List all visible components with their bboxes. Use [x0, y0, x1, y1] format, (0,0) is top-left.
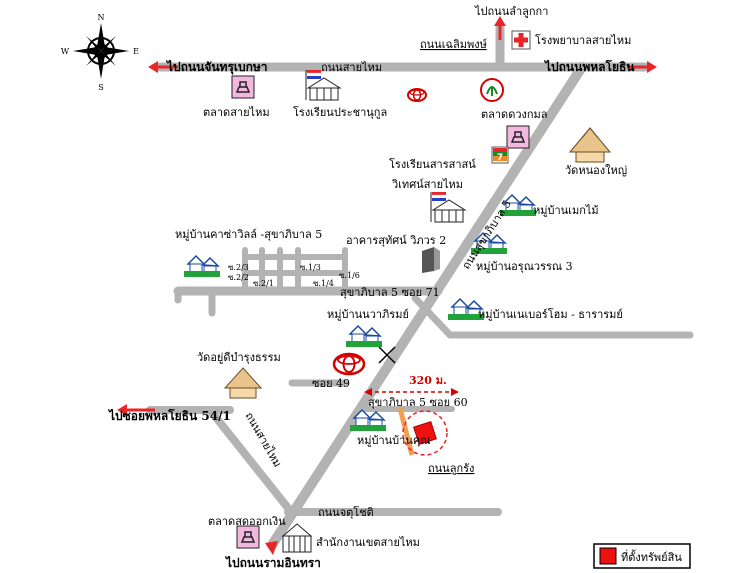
label-to-chanthorn: ไปถนนจันทรุเบกษา	[165, 59, 268, 75]
arrow-right-main	[647, 61, 657, 73]
village-house-icon	[350, 408, 386, 431]
label-chaloem-phong: ถนนเฉลิมพงษ์	[420, 38, 487, 51]
district-office-icon	[281, 523, 313, 553]
label-lugrang: ถนนลูกรัง	[428, 462, 474, 475]
compass-n: N	[98, 13, 105, 22]
seven-eleven-icon: 7	[491, 146, 509, 164]
label-sai-mai-road: ถนนสายไหม	[321, 61, 382, 74]
label-soi-60: สุขาภิบาล 5 ซอย 60	[368, 396, 468, 409]
arrow-left-main	[148, 61, 158, 73]
label-soi-49: ซอย 49	[312, 377, 350, 390]
label-sarasas-1: โรงเรียนสารสาสน์	[389, 157, 476, 171]
temple-icon	[223, 367, 263, 399]
market-icon	[236, 525, 260, 549]
label-nava-rai: หมู่บ้านนวาภิรมย์	[327, 308, 409, 321]
arrow-up	[494, 16, 506, 26]
distance-marker	[364, 388, 459, 396]
village-house-icon	[471, 231, 507, 254]
toyota-logo-icon	[407, 88, 427, 102]
school-flag-icon	[430, 192, 467, 223]
legend-property-swatch	[599, 547, 617, 565]
label-duangkamol-market: ตลาดดวงกมล	[481, 108, 548, 121]
compass-rose: N S W E	[61, 13, 139, 92]
label-wat-nong-yai: วัดหนองใหญ่	[565, 164, 627, 177]
label-arun-wan: หมู่บ้านอรุณวรรณ 3	[476, 260, 573, 273]
label-chatuchot: ถนนจตุโชติ	[318, 505, 374, 519]
label-to-phahon-54: ไปซอยพหลโยธิน 54/1	[107, 408, 231, 423]
label-sai-mai-market: ตลาดสายไหม	[203, 106, 270, 119]
label-to-ramintra: ไปถนนรามอินทรา	[224, 555, 321, 570]
label-soi-71: สุขาภิบาล 5 ซอย 71	[340, 286, 440, 299]
compass-s: S	[98, 83, 103, 92]
label-alley-1-4: ซ.1/4	[313, 279, 334, 288]
label-alley-2-1: ซ.2/1	[253, 279, 274, 288]
label-alley-2-3: ซ.2/3	[228, 263, 249, 272]
label-neighbor-home: หมู่บ้านเนเบอร์โฮม - ธารารมย์	[478, 307, 623, 321]
office-building-icon	[422, 247, 440, 273]
label-distance: 320 ม.	[409, 374, 447, 387]
legend-label: ที่ตั้งทรัพย์สิน	[621, 549, 682, 564]
village-house-icon	[500, 193, 536, 216]
label-alley-2-2: ซ.2/2	[228, 273, 249, 282]
label-ok-ngoen-market: ตลาดสดออกเงิน	[208, 515, 286, 528]
arrow-left-soi-54	[117, 404, 127, 416]
village-house-icon	[346, 324, 382, 347]
label-alley-1-3: ซ.1/3	[300, 263, 321, 272]
arrow-down-ramintra	[265, 541, 278, 555]
casa-ville-alleys	[174, 247, 348, 317]
label-district-office: สำนักงานเขตสายไหม	[316, 536, 420, 549]
compass-w: W	[61, 47, 70, 56]
market-icon	[231, 75, 255, 99]
label-alley-1-6: ซ.1/6	[339, 271, 360, 280]
road-soi-71-branch	[411, 294, 454, 339]
label-ban-kun: หมู่บ้านบ้านคุณ	[357, 434, 430, 447]
bank-logo-icon	[480, 78, 504, 102]
market-icon	[506, 125, 530, 149]
intersection-cross-icon	[378, 346, 396, 364]
label-to-phahon: ไปถนนพหลโยธิน	[543, 59, 635, 74]
dirt-road	[397, 407, 415, 456]
label-wat-yu-di: วัดอยู่ดีบำรุงธรรม	[197, 351, 281, 364]
label-sarasas-2: วิเทศน์สายไหม	[391, 178, 463, 191]
temple-icon	[568, 127, 612, 163]
label-pracha-school: โรงเรียนประชานุกูล	[293, 105, 387, 119]
label-hospital: โรงพยาบาลสายไหม	[535, 33, 631, 47]
village-house-icon	[184, 254, 220, 277]
road-network	[146, 23, 694, 550]
village-house-icon	[448, 297, 484, 320]
school-flag-icon	[305, 70, 342, 101]
label-casa-ville: หมู่บ้านคาซ่าวิลล์ -สุขาภิบาล 5	[175, 228, 322, 241]
legend: ที่ตั้งทรัพย์สิน	[593, 543, 691, 569]
road-sai-mai-lower	[206, 406, 292, 512]
svg-text:7: 7	[497, 153, 503, 163]
label-mai-maek: หมู่บ้านเมกไม้	[533, 204, 599, 217]
compass-e: E	[133, 47, 139, 56]
property-location-marker	[402, 410, 448, 456]
label-to-lamlukka: ไปถนนลำลูกกา	[474, 5, 548, 18]
direction-arrows	[117, 16, 657, 555]
hospital-icon	[511, 30, 531, 50]
label-suthon-building: อาคารสุทัศน์ วิภวร 2	[346, 234, 446, 247]
toyota-logo-icon	[332, 352, 366, 376]
